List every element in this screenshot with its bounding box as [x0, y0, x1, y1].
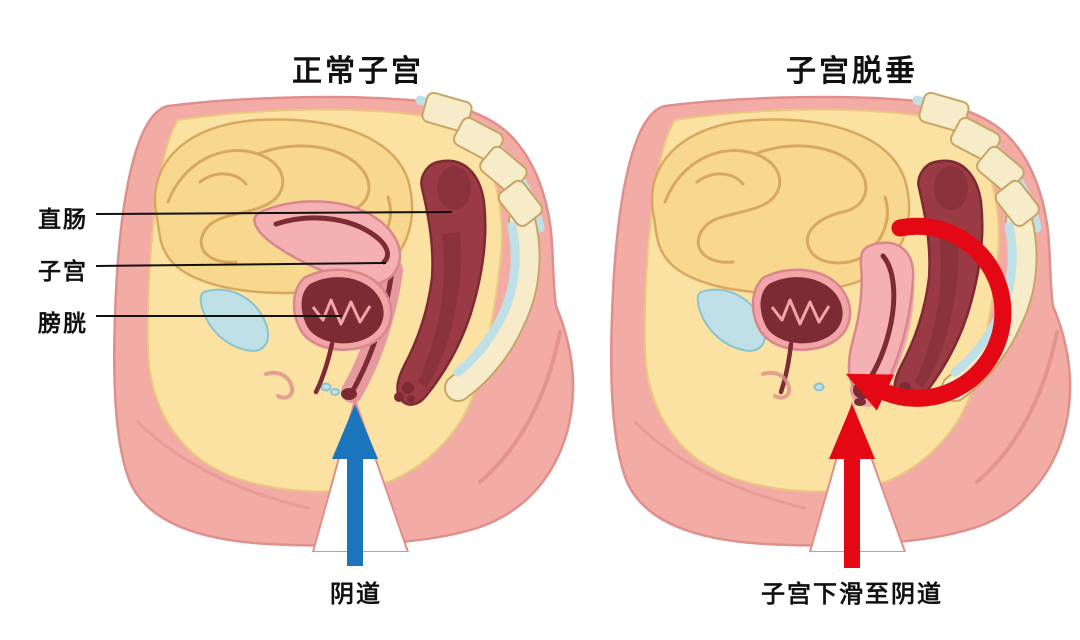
prolapse-caption: 子宫下滑至阴道 — [761, 581, 943, 608]
urethra — [313, 341, 335, 395]
right-panel-title: 子宫脱垂 — [786, 55, 918, 88]
prolapse-rotation-arrow — [845, 217, 1012, 411]
left-illustration — [112, 92, 575, 552]
spine — [415, 92, 545, 402]
leader-line-uterus — [95, 262, 387, 267]
buttock-crease — [975, 330, 1059, 484]
left-panel-title: 正常子宫 — [292, 55, 424, 88]
prolapsed-uterus-vagina — [847, 241, 915, 407]
rectum-label: 直肠 — [38, 206, 88, 232]
prolapse-arrow — [829, 404, 875, 568]
intestines — [650, 118, 911, 295]
vagina-arrow — [332, 404, 378, 566]
urethra — [778, 341, 794, 395]
leader-line-rectum — [95, 211, 453, 215]
rectum — [394, 159, 487, 406]
bladder — [751, 268, 852, 395]
buttock-crease — [478, 330, 562, 484]
bladder-label: 膀胱 — [38, 310, 88, 336]
uterus-label: 子宫 — [38, 258, 88, 284]
pubic-cartilage — [199, 288, 340, 396]
pubic-cartilage — [696, 288, 825, 392]
bladder — [292, 268, 393, 395]
sacrum — [444, 206, 541, 402]
vagina-caption: 阴道 — [330, 581, 382, 608]
